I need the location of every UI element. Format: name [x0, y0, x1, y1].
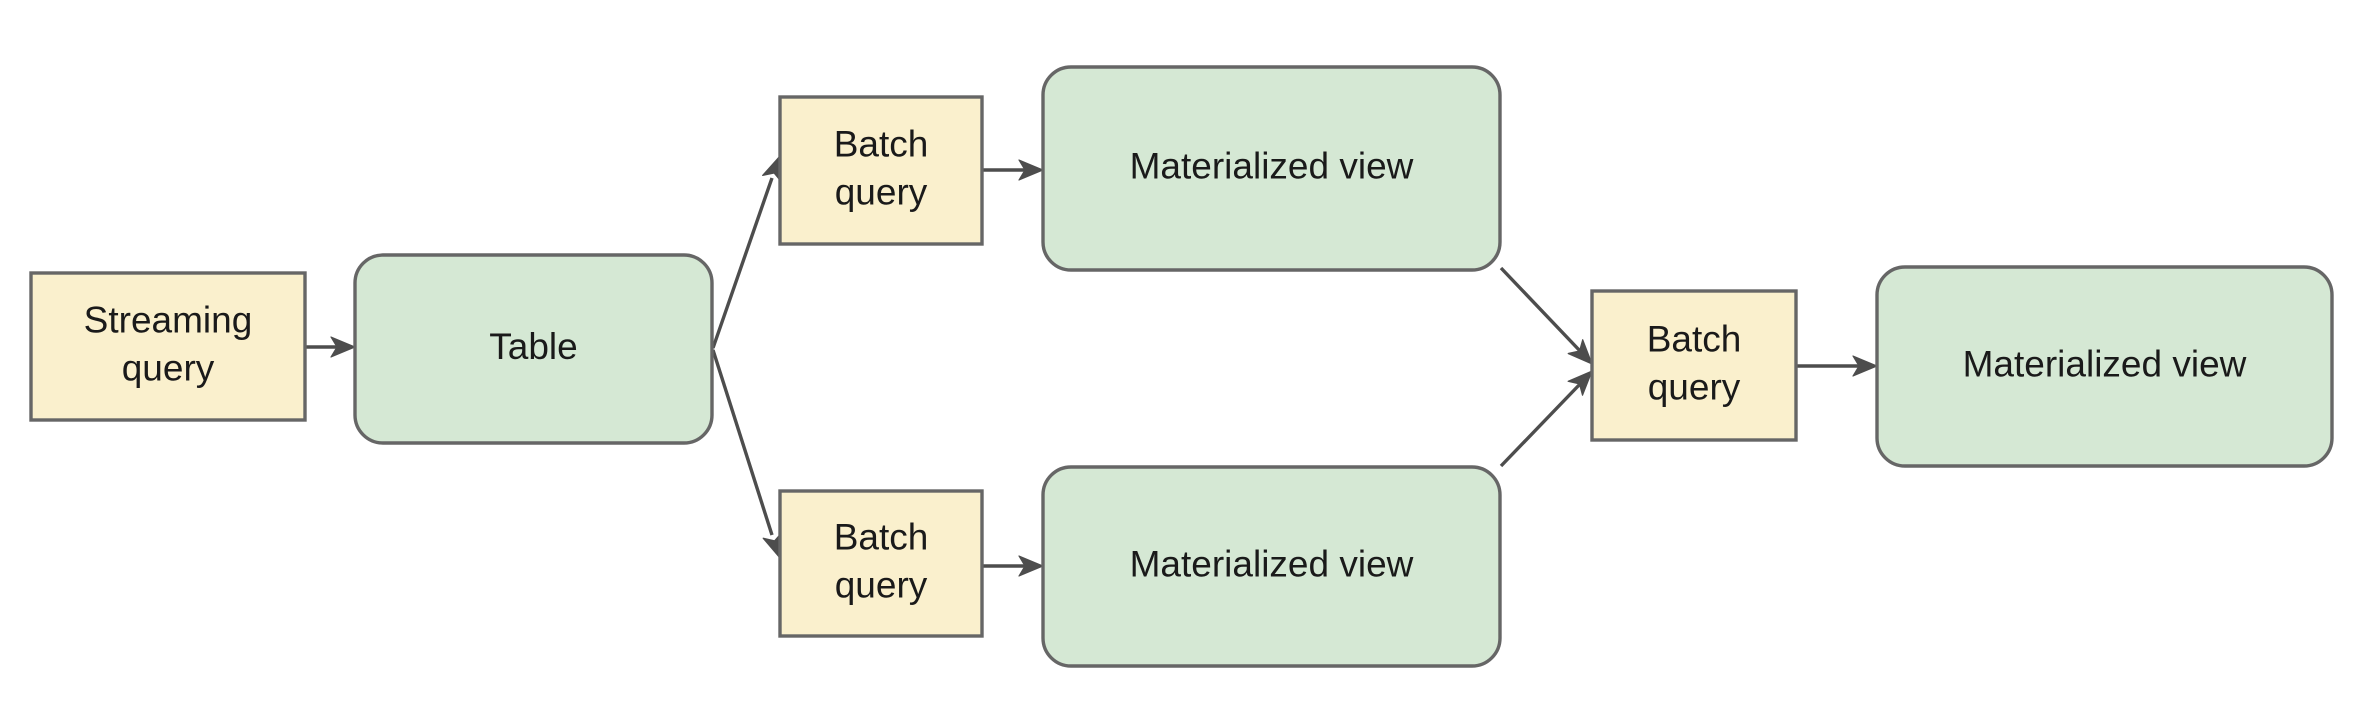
edge-batch-top-to-view-top [983, 159, 1044, 181]
node-streaming-query[interactable]: Streaming query [29, 271, 307, 422]
batch-query-join-label-line-2: query [1648, 366, 1741, 407]
node-materialized-view-final[interactable]: Materialized view [1875, 265, 2334, 468]
node-batch-query-top[interactable]: Batch query [778, 95, 984, 246]
batch-query-top-shape[interactable] [778, 95, 984, 246]
edge-view-top-to-join-arrowhead-icon [1567, 339, 1593, 365]
materialized-view-final-shape[interactable] [1875, 265, 2334, 468]
batch-query-bottom-label-line-1: Batch [834, 516, 929, 557]
edge-table-to-batch-bottom-line [711, 349, 774, 536]
batch-query-top-label-line-2: query [835, 171, 928, 212]
batch-query-bottom-label-line-2: query [835, 564, 928, 605]
table-label-line-1: Table [489, 326, 577, 367]
materialized-view-top-label-line-1: Materialized view [1130, 145, 1414, 186]
edge-batch-top-to-view-top-arrowhead-icon [1018, 159, 1044, 181]
materialized-view-top-shape[interactable] [1041, 65, 1502, 272]
streaming-query-label-line-1: Streaming [84, 299, 253, 340]
edge-view-bottom-to-join [1499, 370, 1593, 468]
edge-batch-bottom-to-view-bottom [983, 555, 1044, 577]
node-batch-query-bottom[interactable]: Batch query [778, 489, 984, 638]
node-materialized-view-top[interactable]: Materialized view [1041, 65, 1502, 272]
nodes-layer: StreamingqueryTableBatchqueryMaterialize… [29, 65, 2334, 668]
edge-join-to-final-view [1797, 355, 1878, 377]
edge-view-top-to-join [1499, 266, 1593, 365]
edge-table-to-batch-top-line [711, 177, 774, 349]
edges-layer [306, 155, 1878, 577]
streaming-query-label-line-2: query [122, 347, 215, 388]
edge-view-bottom-to-join-arrowhead-icon [1567, 370, 1593, 396]
batch-query-bottom-shape[interactable] [778, 489, 984, 638]
streaming-query-shape[interactable] [29, 271, 307, 422]
edge-view-top-to-join-line [1499, 266, 1583, 354]
node-table[interactable]: Table [353, 253, 714, 445]
edge-batch-bottom-to-view-bottom-arrowhead-icon [1018, 555, 1044, 577]
batch-query-join-shape[interactable] [1590, 289, 1798, 442]
materialized-view-bottom-shape[interactable] [1041, 465, 1502, 668]
materialized-view-bottom-label-line-1: Materialized view [1130, 543, 1414, 584]
edge-table-to-batch-bottom [711, 349, 783, 559]
materialized-view-final-label-line-1: Materialized view [1963, 343, 2247, 384]
node-batch-query-join[interactable]: Batch query [1590, 289, 1798, 442]
edge-join-to-final-view-arrowhead-icon [1852, 355, 1878, 377]
table-shape[interactable] [353, 253, 714, 445]
node-materialized-view-bottom[interactable]: Materialized view [1041, 465, 1502, 668]
edge-table-to-batch-top [711, 155, 783, 349]
edge-view-bottom-to-join-line [1499, 381, 1583, 468]
batch-query-top-label-line-1: Batch [834, 123, 929, 164]
edge-streaming-to-table-arrowhead-icon [330, 336, 356, 358]
edge-streaming-to-table [306, 336, 356, 358]
batch-query-join-label-line-1: Batch [1647, 318, 1742, 359]
